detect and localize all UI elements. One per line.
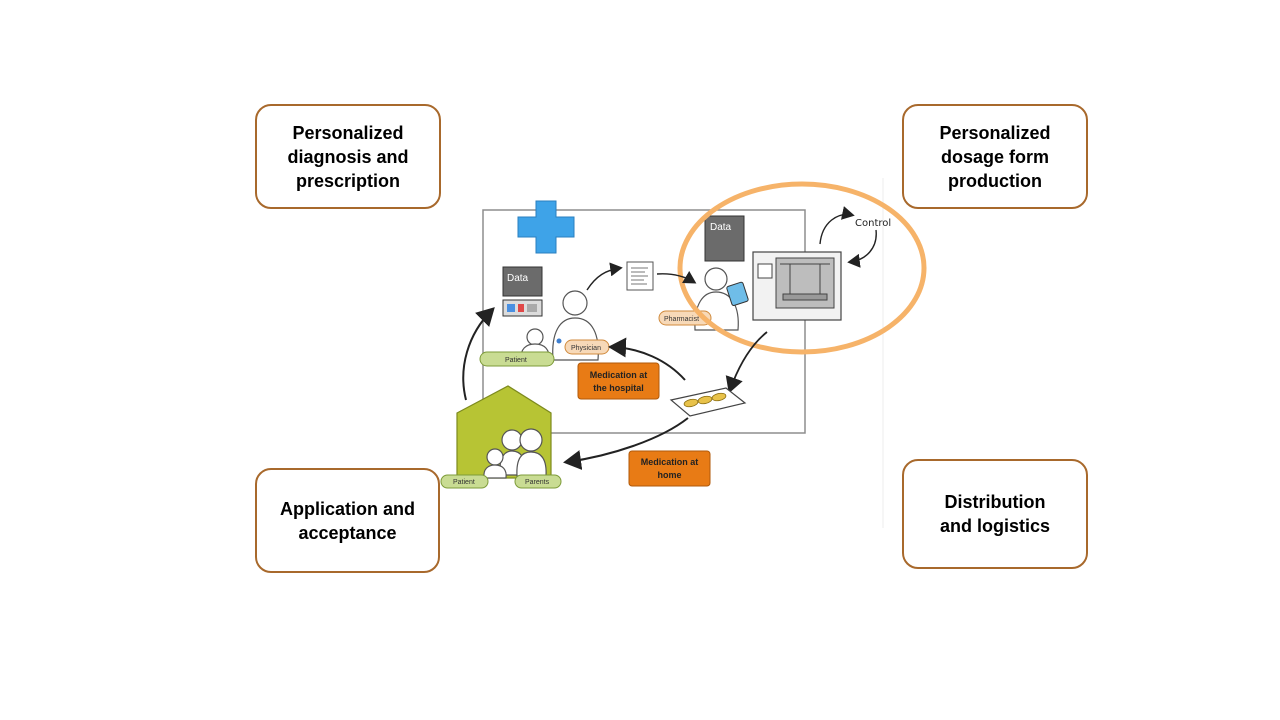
control-arrow-down — [847, 229, 877, 268]
box-line: Application and — [280, 498, 415, 519]
control-arrow-up — [819, 206, 855, 245]
data-label: Data — [507, 273, 529, 284]
medical-cross-icon — [517, 200, 575, 254]
medication-hospital-line: Medication at — [590, 370, 648, 380]
medication-hospital-label: Medication at the hospital — [577, 362, 660, 400]
box-line: acceptance — [298, 522, 397, 543]
medication-tray-icon — [669, 387, 747, 417]
box-line: prescription — [295, 170, 401, 191]
tablet-icon — [726, 281, 749, 306]
box-line: diagnosis and — [287, 146, 409, 167]
box-line: dosage form — [940, 146, 1049, 167]
medication-home-label: Medication at home — [628, 450, 711, 487]
data-monitor-icon: Data — [502, 266, 543, 317]
box-line: and logistics — [939, 516, 1051, 536]
box-line: production — [948, 170, 1042, 191]
arrow-physician-to-prescription — [586, 262, 623, 291]
medication-home-line: home — [657, 470, 681, 480]
box-line: Personalized — [939, 122, 1051, 143]
parents-label: Parents — [514, 474, 562, 489]
parents-text: Parents — [525, 479, 550, 486]
arrow-printer-to-medication — [725, 331, 768, 394]
3d-printer-icon — [752, 251, 842, 321]
patient-label-home: Patient — [440, 474, 489, 489]
medication-home-line: Medication at — [641, 457, 699, 467]
data-monitor-icon: Data — [704, 215, 745, 262]
arrow-prescription-to-pharmacist — [656, 270, 697, 284]
prescription-document-icon — [626, 261, 654, 291]
physician-label: Physician — [564, 339, 610, 355]
arrow-home-to-hospital — [462, 307, 495, 401]
medication-hospital-line: the hospital — [593, 383, 644, 393]
pharmacist-text: Pharmacist — [664, 316, 699, 323]
box-line: Personalized — [292, 122, 404, 143]
data-label: Data — [710, 222, 732, 233]
box-distribution-logistics: Distribution and logistics — [902, 459, 1088, 569]
hospital-frame — [482, 209, 806, 434]
patient-label: Patient — [453, 479, 475, 486]
control-label: Control — [855, 218, 891, 229]
patient-child-home-figure — [483, 448, 507, 479]
parents-figures — [499, 428, 547, 477]
box-application-acceptance: Application and acceptance — [255, 468, 440, 573]
highlight-ring — [677, 181, 927, 355]
physician-text: Physician — [571, 345, 601, 352]
patient-label-hospital: Patient — [479, 351, 555, 367]
box-personalized-dosage-form: Personalized dosage form production — [902, 104, 1088, 209]
arrow-medication-to-hospital — [608, 337, 686, 381]
box-personalized-diagnosis: Personalized diagnosis and prescription — [255, 104, 441, 209]
patient-label: Patient — [505, 357, 527, 364]
box-line: Distribution — [944, 492, 1046, 512]
arrow-medication-to-home — [563, 417, 689, 470]
